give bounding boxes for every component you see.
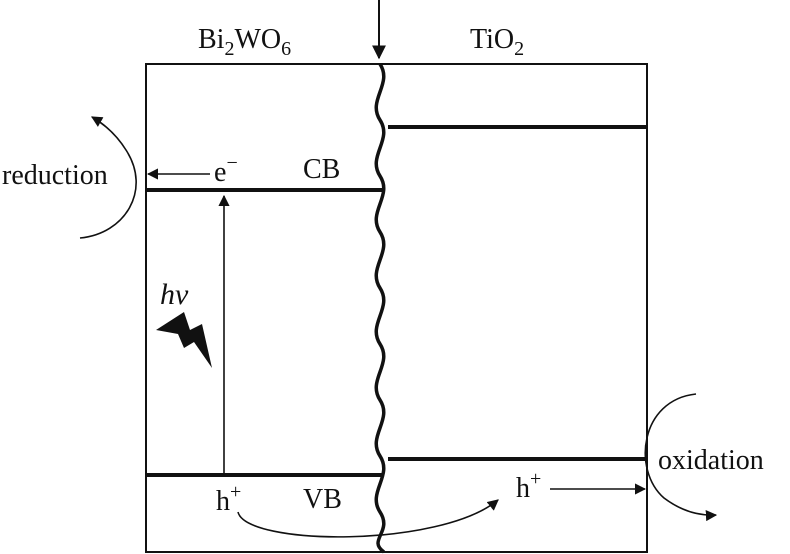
reduction-curve-arrow — [79, 116, 137, 239]
lightning-bolt-icon — [156, 312, 212, 368]
hole-transfer-curve-arrow — [237, 499, 499, 538]
hole-label-right: h+ — [516, 468, 541, 504]
reduction-label: reduction — [2, 160, 108, 191]
material-label-left: Bi2WO6 — [198, 24, 291, 60]
hole-label-left: h+ — [216, 481, 241, 517]
electron-label: e− — [214, 152, 238, 188]
material-label-right: TiO2 — [470, 24, 524, 60]
cb-label: CB — [303, 154, 340, 185]
diagram-frame — [145, 63, 648, 553]
oxidation-label: oxidation — [658, 445, 764, 476]
oxidation-curve-arrow — [644, 393, 718, 522]
photon-label: hv — [160, 278, 189, 311]
interface-wavy-line — [374, 63, 386, 554]
vb-label: VB — [303, 484, 342, 515]
